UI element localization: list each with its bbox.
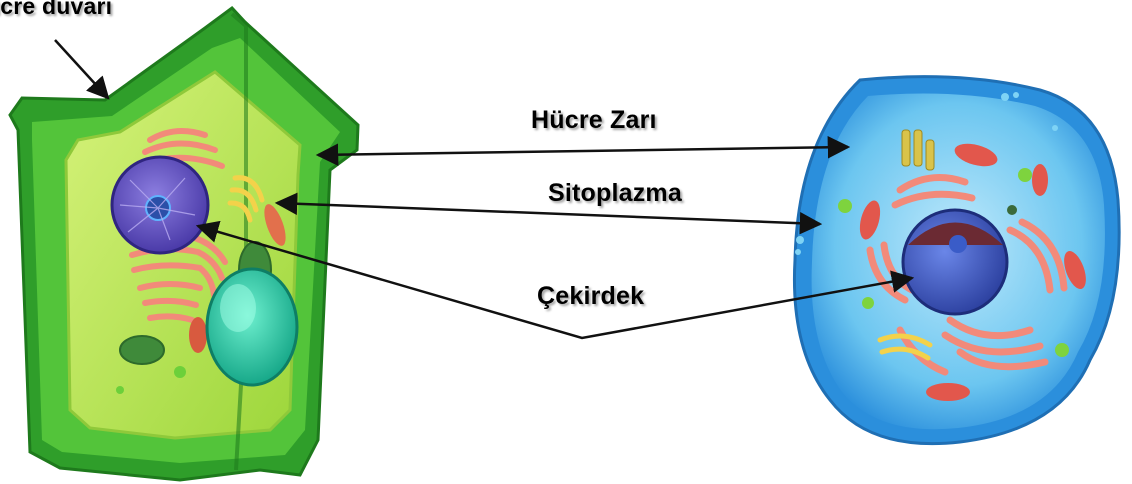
arrow-membrane: [318, 147, 848, 155]
plant-vacuole-highlight: [220, 284, 256, 332]
animal-nucleolus: [949, 235, 967, 253]
animal-vesicle: [1018, 168, 1032, 182]
plant-cell: [10, 8, 358, 480]
plant-vesicle: [174, 366, 186, 378]
plant-chloroplast: [120, 336, 164, 364]
animal-vesicle: [1055, 343, 1069, 357]
animal-vesicle: [862, 297, 874, 309]
animal-vesicle: [838, 199, 852, 213]
label-cytoplasm: Sitoplazma: [548, 179, 682, 208]
plant-vacuole: [207, 269, 297, 385]
label-cell-wall: ücre duvarı: [0, 0, 112, 20]
plant-vesicle: [116, 386, 124, 394]
animal-cell: [794, 77, 1119, 444]
label-nucleus: Çekirdek: [537, 282, 644, 311]
animal-mitochondrion: [1032, 164, 1048, 196]
animal-vesicle: [1007, 205, 1017, 215]
animal-mitochondrion: [926, 383, 970, 401]
plant-mitochondrion: [189, 317, 207, 353]
label-cell-membrane: Hücre Zarı: [531, 106, 657, 135]
arrow-cell-wall: [55, 40, 108, 98]
